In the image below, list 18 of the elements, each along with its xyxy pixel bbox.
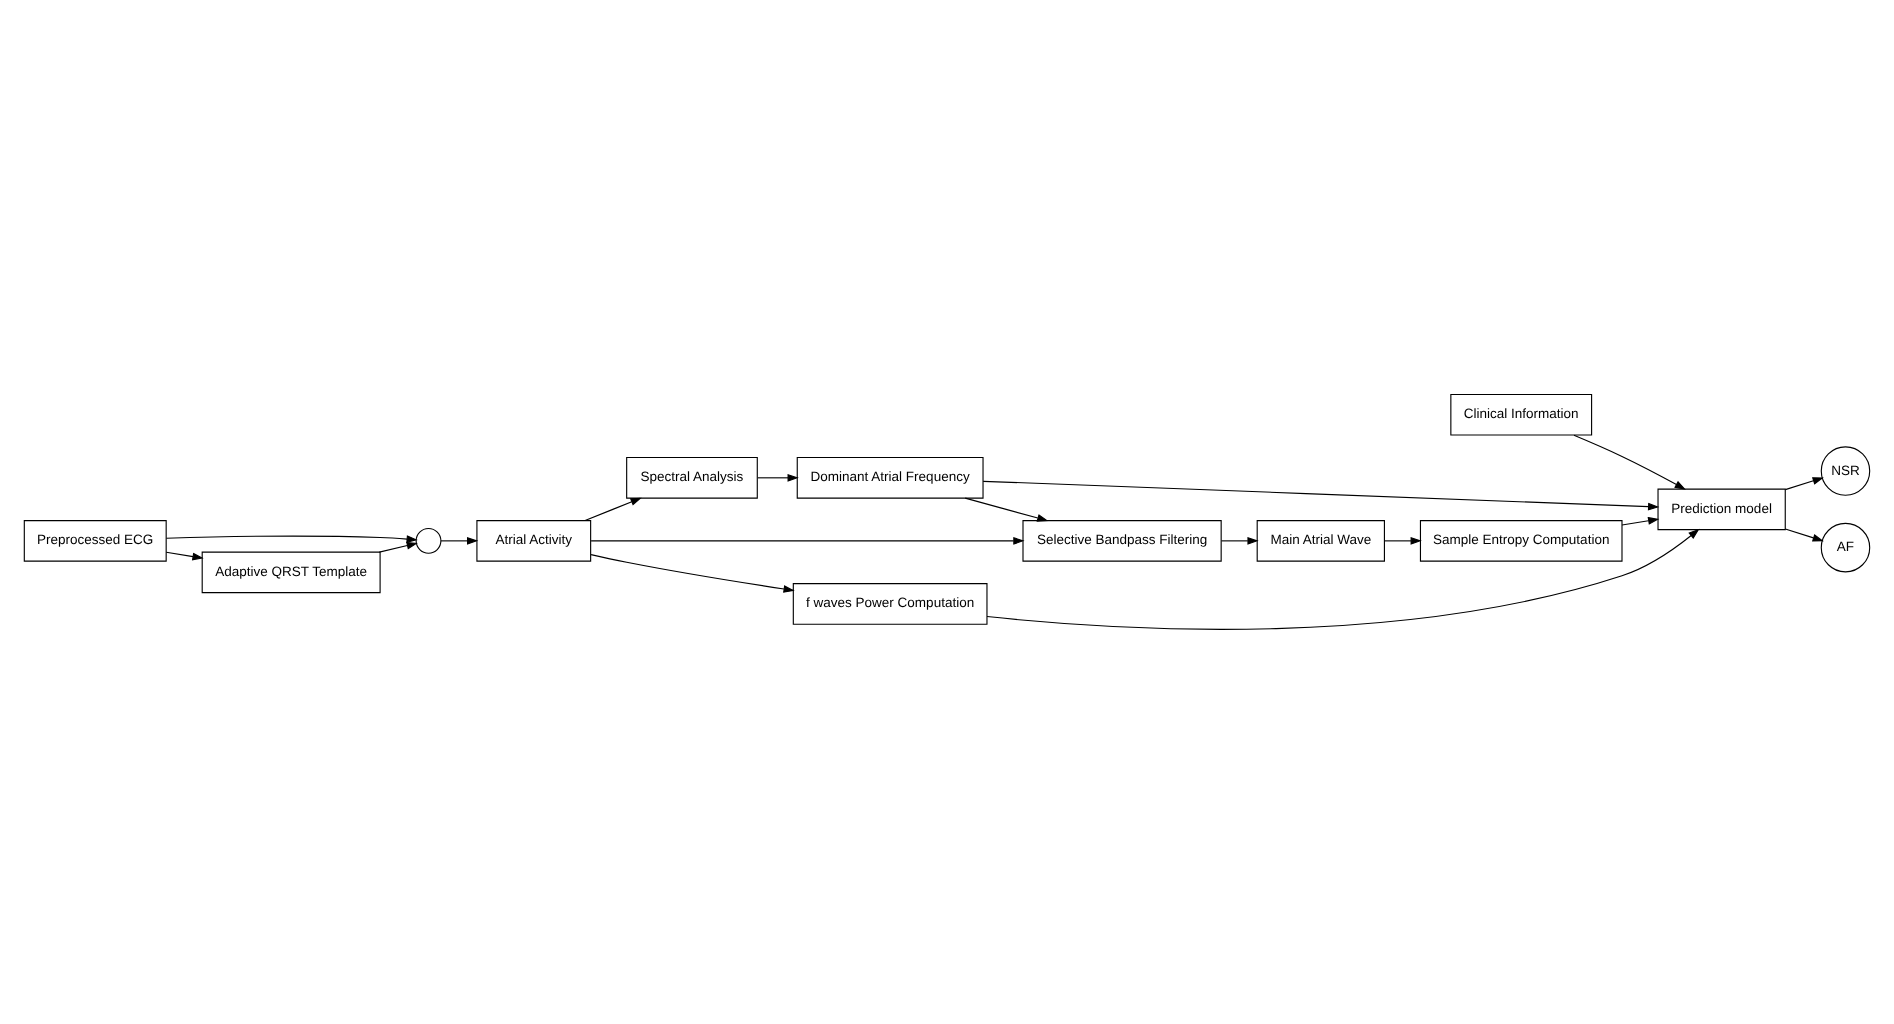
arrow — [165, 535, 418, 543]
arrow — [1384, 536, 1422, 545]
arrow — [1784, 477, 1824, 491]
arrow — [584, 497, 642, 522]
arrow — [964, 497, 1049, 522]
arrow — [757, 473, 799, 482]
arrow — [590, 554, 795, 593]
arrow — [986, 528, 1700, 630]
node-circle — [415, 527, 442, 554]
arrow — [1621, 516, 1660, 526]
arrow — [440, 536, 479, 545]
arrow — [982, 480, 1660, 511]
arrow — [1573, 434, 1686, 490]
arrow — [378, 541, 418, 553]
arrow — [165, 551, 204, 561]
arrow — [1784, 528, 1824, 542]
arrow — [1220, 536, 1259, 545]
arrow — [590, 536, 1025, 545]
